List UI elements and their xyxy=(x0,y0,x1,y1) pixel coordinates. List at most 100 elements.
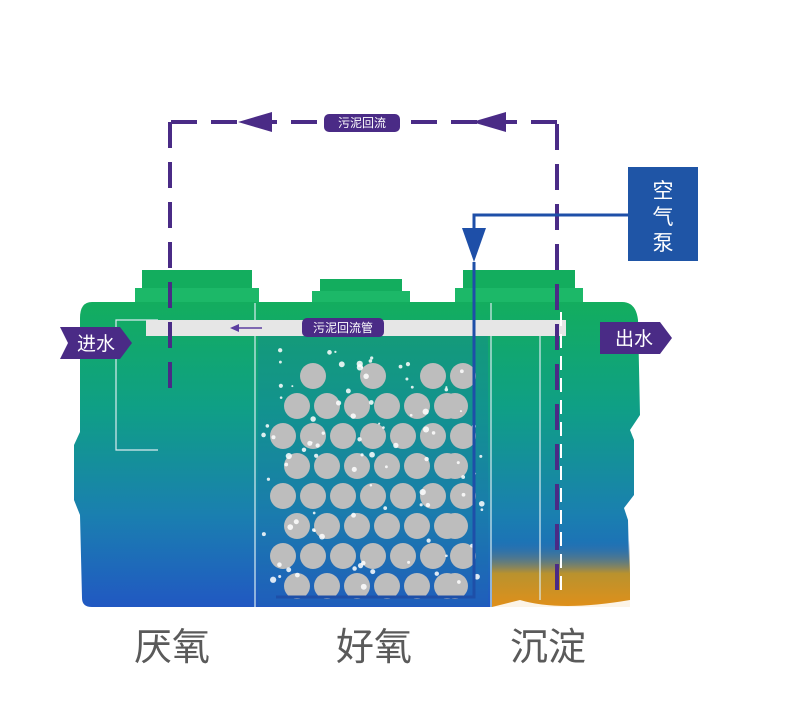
media-ball xyxy=(300,543,326,569)
pipe-flow-arrowhead xyxy=(230,324,239,332)
air-bubble xyxy=(426,538,431,543)
air-bubble xyxy=(286,567,292,573)
media-ball xyxy=(442,513,468,539)
air-bubble xyxy=(370,356,374,360)
air-bubble xyxy=(382,426,385,429)
media-ball xyxy=(314,513,340,539)
air-bubble xyxy=(261,532,266,537)
air-bubble xyxy=(287,524,294,530)
lid-aerobic-collar xyxy=(312,291,410,303)
air-bubble xyxy=(459,369,464,374)
media-ball xyxy=(344,573,370,599)
media-ball xyxy=(284,453,310,479)
air-bubble xyxy=(368,359,373,363)
air-bubble xyxy=(431,431,436,435)
media-ball xyxy=(360,483,386,509)
media-ball xyxy=(420,543,446,569)
air-bubble xyxy=(360,583,367,590)
media-ball xyxy=(270,543,296,569)
air-bubble xyxy=(461,475,466,479)
media-ball xyxy=(404,513,430,539)
air-bubble xyxy=(410,385,414,389)
air-bubble xyxy=(345,388,351,394)
air-bubble xyxy=(459,410,463,413)
media-ball xyxy=(450,543,476,569)
air-bubble xyxy=(269,576,277,583)
media-ball xyxy=(344,393,370,419)
zone-label-anoxic: 厌氧 xyxy=(134,625,210,669)
media-ball xyxy=(284,393,310,419)
media-ball xyxy=(300,483,326,509)
air-bubble xyxy=(319,533,325,540)
air-bubble xyxy=(278,575,282,579)
air-bubble xyxy=(261,432,266,438)
lid-settling xyxy=(463,270,575,292)
air-bubble xyxy=(314,453,319,458)
air-bubble xyxy=(335,400,342,406)
media-ball xyxy=(420,483,446,509)
air-bubble xyxy=(291,385,294,388)
air-bubble xyxy=(478,500,485,507)
aerobic-media-zone xyxy=(258,336,488,606)
air-bubble xyxy=(301,447,307,453)
air-bubble xyxy=(368,400,374,405)
outlet-label: 出水 xyxy=(615,328,653,350)
air-bubble xyxy=(356,360,363,368)
air-bubble xyxy=(360,453,364,457)
air-bubble xyxy=(369,483,373,487)
filter-media xyxy=(270,363,476,599)
air-bubble xyxy=(363,373,369,380)
media-ball xyxy=(442,573,468,599)
media-ball xyxy=(404,393,430,419)
air-bubble xyxy=(352,566,357,571)
media-ball xyxy=(374,393,400,419)
media-ball xyxy=(314,573,340,599)
lid-aerobic xyxy=(320,279,402,293)
media-ball xyxy=(360,363,386,389)
settled-sludge xyxy=(492,540,630,607)
air-pump-label-3: 泵 xyxy=(653,231,674,255)
media-ball xyxy=(284,513,310,539)
partitions xyxy=(115,303,541,607)
air-bubble xyxy=(266,477,271,481)
air-pump-box xyxy=(628,167,698,261)
air-bubble xyxy=(409,413,413,417)
sludge-return-pipe-label: 污泥回流管 xyxy=(313,320,373,335)
media-ball xyxy=(404,453,430,479)
media-ball xyxy=(442,453,468,479)
air-bubble xyxy=(434,571,439,576)
air-bubble xyxy=(277,562,282,568)
air-bubble xyxy=(321,431,326,435)
media-ball xyxy=(360,543,386,569)
media-ball xyxy=(300,363,326,389)
air-bubble xyxy=(369,451,375,458)
lid-anoxic-collar xyxy=(135,288,259,302)
air-bubble xyxy=(278,383,283,388)
media-ball xyxy=(314,453,340,479)
media-ball xyxy=(404,573,430,599)
media-ball xyxy=(300,423,326,449)
air-bubble xyxy=(419,503,423,507)
return-arrow-left xyxy=(238,112,272,132)
air-bubble xyxy=(265,424,270,428)
air-bubble xyxy=(310,441,313,444)
air-bubble xyxy=(285,452,292,460)
air-bubble xyxy=(312,528,316,532)
air-bubble xyxy=(456,461,460,465)
air-bubble xyxy=(279,396,283,399)
tank-foot xyxy=(492,600,630,607)
media-ball xyxy=(330,483,356,509)
media-ball xyxy=(270,423,296,449)
air-bubble xyxy=(398,364,403,369)
air-bubble xyxy=(351,466,357,472)
media-ball xyxy=(330,543,356,569)
air-bubble xyxy=(378,422,381,425)
air-bubble xyxy=(457,580,461,584)
air-bubble xyxy=(334,350,337,354)
air-bubble xyxy=(407,560,411,564)
sludge-return-label: 污泥回流 xyxy=(338,116,386,130)
media-ball xyxy=(374,573,400,599)
air-bubble xyxy=(338,361,345,368)
air-bubble xyxy=(425,502,431,508)
